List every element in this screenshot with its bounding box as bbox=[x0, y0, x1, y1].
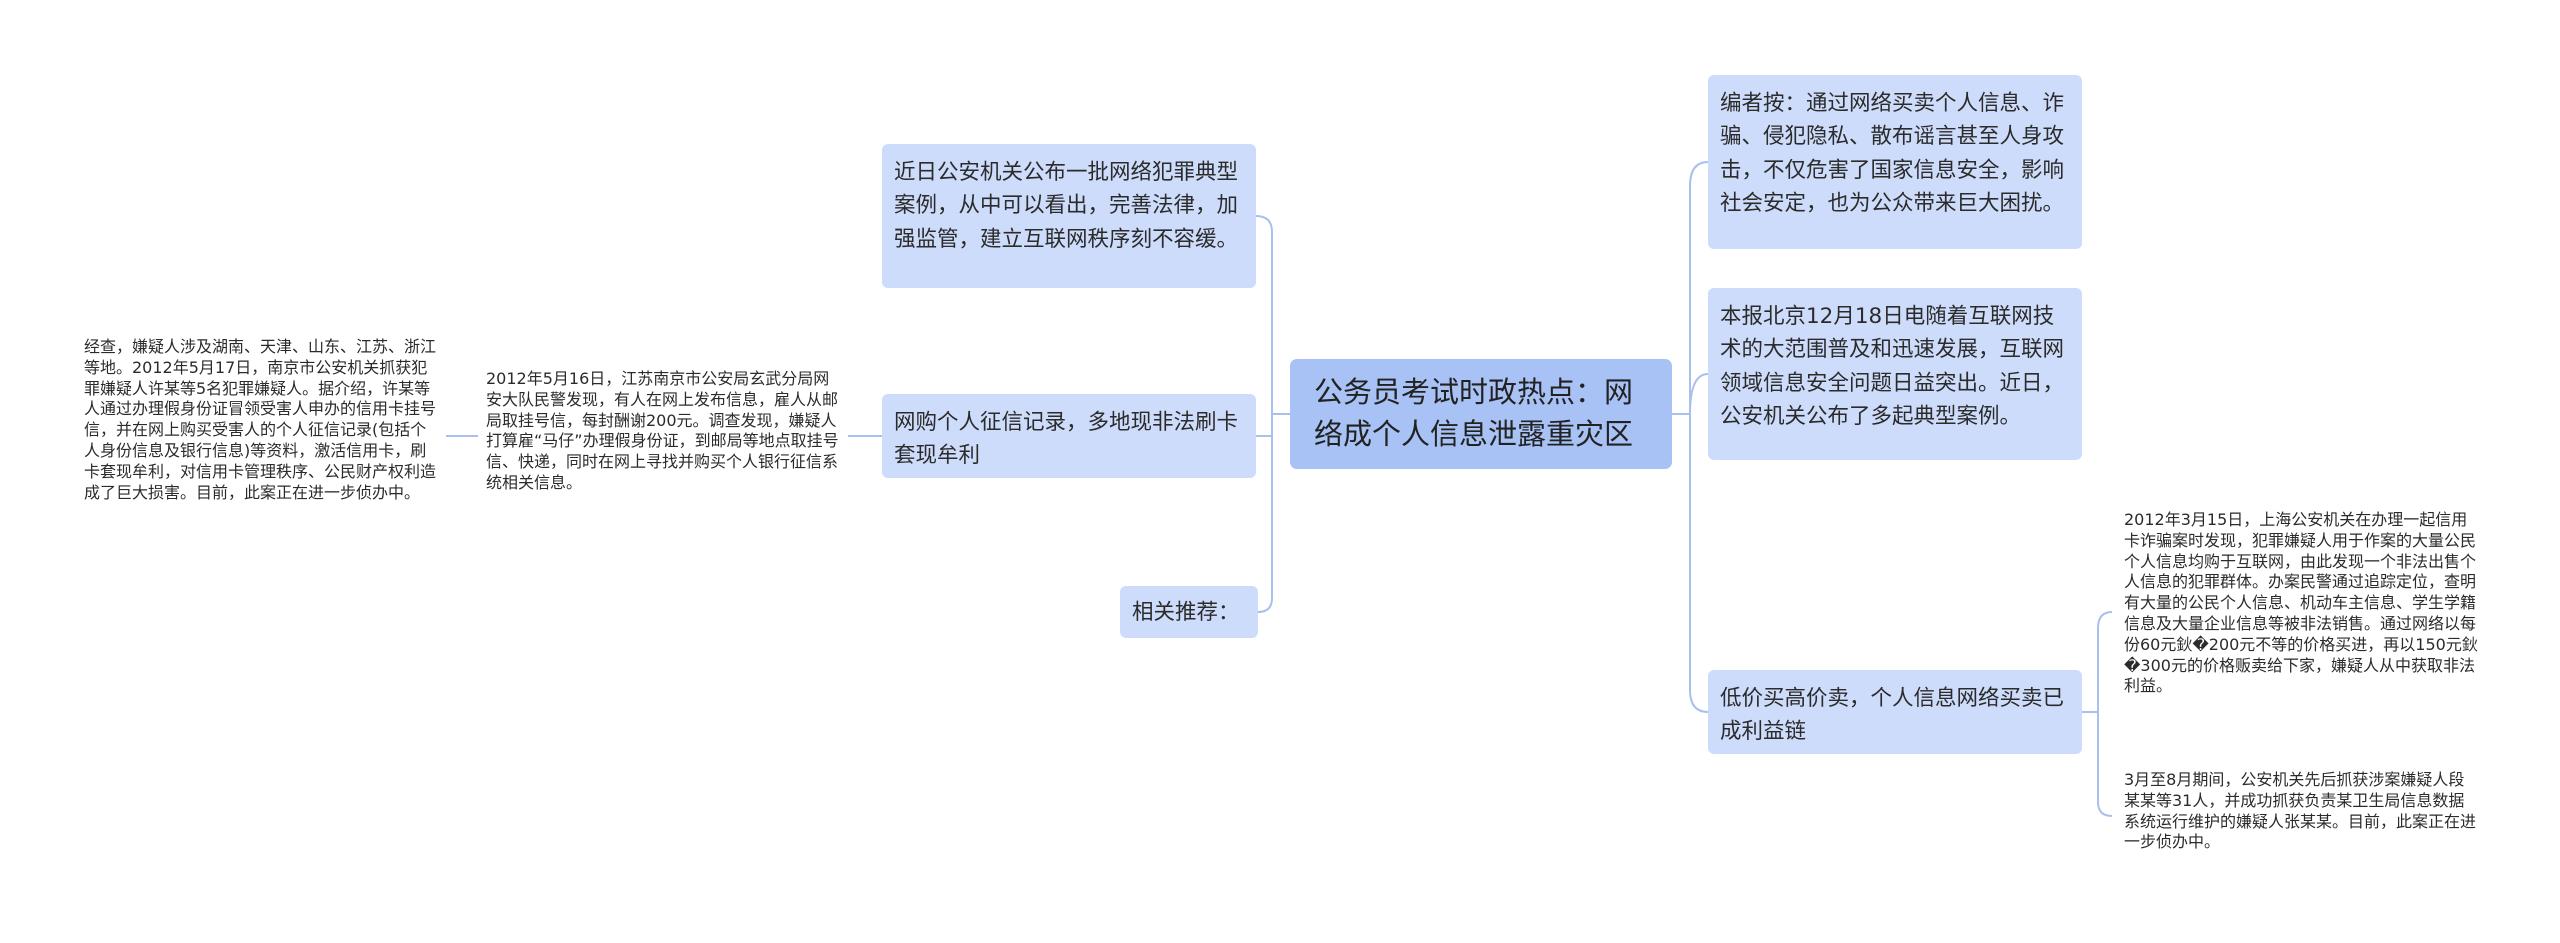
connector-to-beijing bbox=[1689, 373, 1709, 415]
profit-chain-text: 低价买高价卖，个人信息网络买卖已成利益链 bbox=[1720, 686, 2065, 745]
beijing-report-node[interactable]: 本报北京12月18日电随着互联网技术的大范围普及和迅速发展，互联网领域信息安全问… bbox=[1708, 288, 2082, 460]
connector-to-editor bbox=[1689, 161, 1709, 187]
intro-node[interactable]: 近日公安机关公布一批网络犯罪典型案例，从中可以看出，完善法律，加强监管，建立互联… bbox=[882, 144, 1256, 288]
root-topic-text: 公务员考试时政热点：网络成个人信息泄露重灾区 bbox=[1314, 375, 1634, 452]
chain-case2-text: 3月至8月期间，公安机关先后抓获涉案嫌疑人段某某等31人，并成功抓获负责某卫生局… bbox=[2124, 770, 2477, 852]
credit-detail-leaf[interactable]: 经查，嫌疑人涉及湖南、天津、山东、江苏、浙江等地。2012年5月17日，南京市公… bbox=[84, 337, 440, 503]
intro-node-text: 近日公安机关公布一批网络犯罪典型案例，从中可以看出，完善法律，加强监管，建立互联… bbox=[894, 160, 1239, 252]
profit-chain-node[interactable]: 低价买高价卖，个人信息网络买卖已成利益链 bbox=[1708, 670, 2082, 754]
connector-to-case1 bbox=[2097, 611, 2113, 629]
root-topic[interactable]: 公务员考试时政热点：网络成个人信息泄露重灾区 bbox=[1290, 359, 1672, 469]
related-node[interactable]: 相关推荐： bbox=[1120, 586, 1258, 638]
chain-case2-leaf[interactable]: 3月至8月期间，公安机关先后抓获涉案嫌疑人段某某等31人，并成功抓获负责某卫生局… bbox=[2124, 770, 2480, 853]
editor-note-node[interactable]: 编者按：通过网络买卖个人信息、诈骗、侵犯隐私、散布谣言甚至人身攻击，不仅危害了国… bbox=[1708, 75, 2082, 249]
beijing-report-text: 本报北京12月18日电随着互联网技术的大范围普及和迅速发展，互联网领域信息安全问… bbox=[1720, 304, 2065, 429]
credit-node[interactable]: 网购个人征信记录，多地现非法刷卡套现牟利 bbox=[882, 394, 1256, 478]
related-node-text: 相关推荐： bbox=[1132, 600, 1240, 625]
credit-case-text: 2012年5月16日，江苏南京市公安局玄武分局网安大队民警发现，有人在网上发布信… bbox=[486, 369, 839, 492]
connector-to-related bbox=[1257, 597, 1273, 613]
chain-case1-text: 2012年3月15日，上海公安机关在办理一起信用卡诈骗案时发现，犯罪嫌疑人用于作… bbox=[2124, 510, 2478, 696]
credit-detail-text: 经查，嫌疑人涉及湖南、天津、山东、江苏、浙江等地。2012年5月17日，南京市公… bbox=[84, 337, 437, 502]
credit-case-leaf[interactable]: 2012年5月16日，江苏南京市公安局玄武分局网安大队民警发现，有人在网上发布信… bbox=[486, 369, 842, 494]
connector-to-intro bbox=[1255, 215, 1273, 233]
connector-to-chain bbox=[1689, 689, 1709, 713]
connector-to-case2 bbox=[2097, 801, 2113, 817]
chain-case1-leaf[interactable]: 2012年3月15日，上海公安机关在办理一起信用卡诈骗案时发现，犯罪嫌疑人用于作… bbox=[2124, 510, 2480, 697]
credit-node-text: 网购个人征信记录，多地现非法刷卡套现牟利 bbox=[894, 410, 1239, 469]
editor-note-text: 编者按：通过网络买卖个人信息、诈骗、侵犯隐私、散布谣言甚至人身攻击，不仅危害了国… bbox=[1720, 91, 2065, 216]
